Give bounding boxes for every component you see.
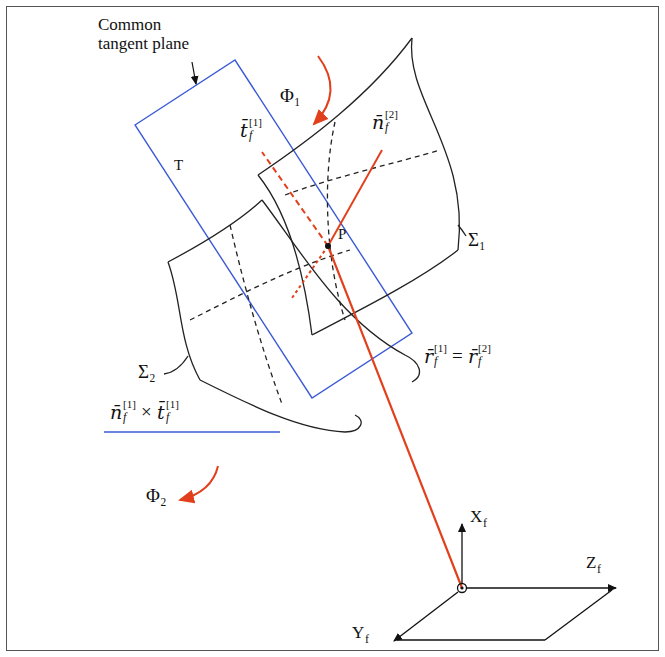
math-label: n̄ — [110, 402, 122, 423]
math-label: Σ₂ — [138, 362, 156, 383]
coordinate-frame — [394, 524, 616, 641]
subscript-label: f — [249, 129, 252, 142]
binormal-vector — [292, 246, 328, 298]
math-label: Σ₁ — [468, 230, 486, 251]
subscript-label: f — [166, 411, 169, 424]
surface-isoline — [285, 150, 440, 195]
math-label: T — [174, 157, 183, 174]
math-label: = — [452, 346, 463, 367]
math-label: Φ₂ — [146, 486, 167, 507]
math-label: X — [470, 508, 482, 527]
math-label: r̄ — [468, 346, 477, 367]
math-label: n̄ — [372, 112, 384, 133]
origin-circle — [458, 584, 467, 593]
math-label: × — [141, 402, 152, 423]
math-label: Φ₁ — [280, 86, 301, 107]
axis-x — [461, 524, 462, 583]
math-label: Z — [586, 554, 596, 573]
contact-point — [325, 243, 331, 249]
surface-edge — [258, 38, 412, 175]
math-label: Common tangent plane — [98, 16, 210, 53]
outer-frame — [7, 7, 659, 651]
surface-edge — [262, 200, 419, 382]
math-label: Y — [352, 624, 364, 643]
axis-z — [467, 587, 616, 588]
surface-edge — [411, 38, 459, 250]
subscript-label: f — [434, 355, 437, 368]
surface-sigma1 — [258, 38, 466, 335]
surface-edge — [168, 200, 262, 262]
math-label: P — [338, 226, 346, 243]
math-label: t̄ — [157, 402, 165, 423]
rotation-arrow — [180, 466, 218, 500]
math-label: t̄ — [240, 120, 248, 141]
surface-isoline — [230, 225, 282, 404]
surface-edge — [258, 175, 312, 335]
superscript-label: [1] — [166, 398, 179, 410]
superscript-label: [1] — [123, 398, 136, 410]
superscript-label: [1] — [249, 116, 262, 128]
surface-sigma2 — [164, 200, 419, 432]
frame-plane-edge — [397, 639, 545, 640]
subscript-label: f — [365, 633, 369, 646]
leader-arrow — [192, 62, 196, 84]
origin-dot — [460, 586, 463, 589]
axis-y — [394, 592, 458, 641]
surface-isoline — [190, 250, 350, 320]
math-label: r̄ — [424, 346, 433, 367]
superscript-label: [2] — [478, 342, 491, 354]
subscript-label: f — [385, 121, 388, 134]
normal-vector — [328, 150, 382, 246]
subscript-label: f — [483, 517, 487, 530]
subscript-label: f — [597, 563, 601, 576]
label-leader — [164, 356, 188, 374]
tangent-vector — [262, 152, 328, 246]
tangent-plane — [135, 60, 412, 398]
frame-plane-edge — [545, 590, 612, 640]
superscript-label: [2] — [385, 108, 398, 120]
rotation-arrow — [314, 56, 331, 124]
label-leader — [458, 225, 466, 236]
superscript-label: [1] — [434, 342, 447, 354]
blue-underline — [104, 431, 280, 432]
subscript-label: f — [123, 411, 126, 424]
position-vector — [328, 246, 462, 588]
subscript-label: f — [478, 355, 481, 368]
surface-edge — [200, 380, 361, 432]
